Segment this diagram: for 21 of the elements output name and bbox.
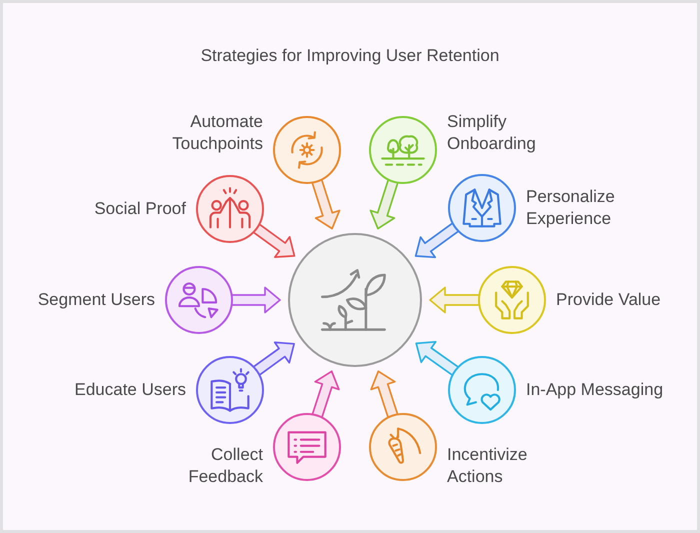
block-arrow [370,370,399,419]
block-arrow [252,342,295,376]
block-arrow [414,222,460,258]
strategy-label: Automate Touchpoints [171,111,263,155]
block-arrow [311,370,340,419]
block-arrow [252,222,296,258]
diagram-title: Strategies for Improving User Retention [200,45,500,67]
block-arrow [311,178,340,230]
strategy-label: Social Proof [94,198,186,220]
block-arrow [370,178,399,230]
block-arrow [415,340,460,376]
strategy-label: Segment Users [38,289,155,311]
block-arrow [230,286,281,314]
strategy-label: Simplify Onboarding [447,111,537,155]
block-arrow [429,286,481,314]
strategy-label: Incentivize Actions [447,444,528,488]
strategy-label: Personalize Experience [526,186,616,230]
strategy-label: Collect Feedback [187,444,263,488]
strategy-label: Educate Users [74,379,186,401]
strategy-label: Provide Value [556,289,661,311]
strategy-label: In-App Messaging [526,379,664,401]
